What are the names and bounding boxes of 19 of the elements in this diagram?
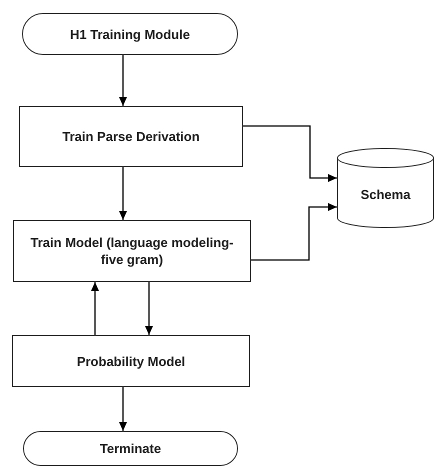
process-box bbox=[13, 220, 251, 282]
node-label: Schema bbox=[360, 186, 410, 202]
process-box bbox=[12, 335, 250, 387]
terminal-pill bbox=[22, 13, 238, 55]
terminal-pill bbox=[23, 431, 238, 466]
database-cylinder bbox=[337, 148, 434, 228]
node-label: Probability Model bbox=[76, 352, 186, 370]
node-label: Terminate bbox=[100, 440, 162, 457]
node-label: Train Parse Derivation bbox=[62, 128, 200, 145]
arrow bbox=[91, 282, 99, 335]
arrow bbox=[119, 387, 127, 431]
node-label: H1 Training Module bbox=[70, 26, 190, 42]
arrow bbox=[119, 167, 127, 220]
process-box bbox=[19, 106, 243, 167]
node-label: Train Model (language modeling-five gram) bbox=[30, 234, 234, 268]
arrow bbox=[251, 203, 337, 261]
arrow bbox=[243, 125, 337, 182]
arrow bbox=[119, 55, 127, 106]
arrow bbox=[145, 282, 153, 335]
